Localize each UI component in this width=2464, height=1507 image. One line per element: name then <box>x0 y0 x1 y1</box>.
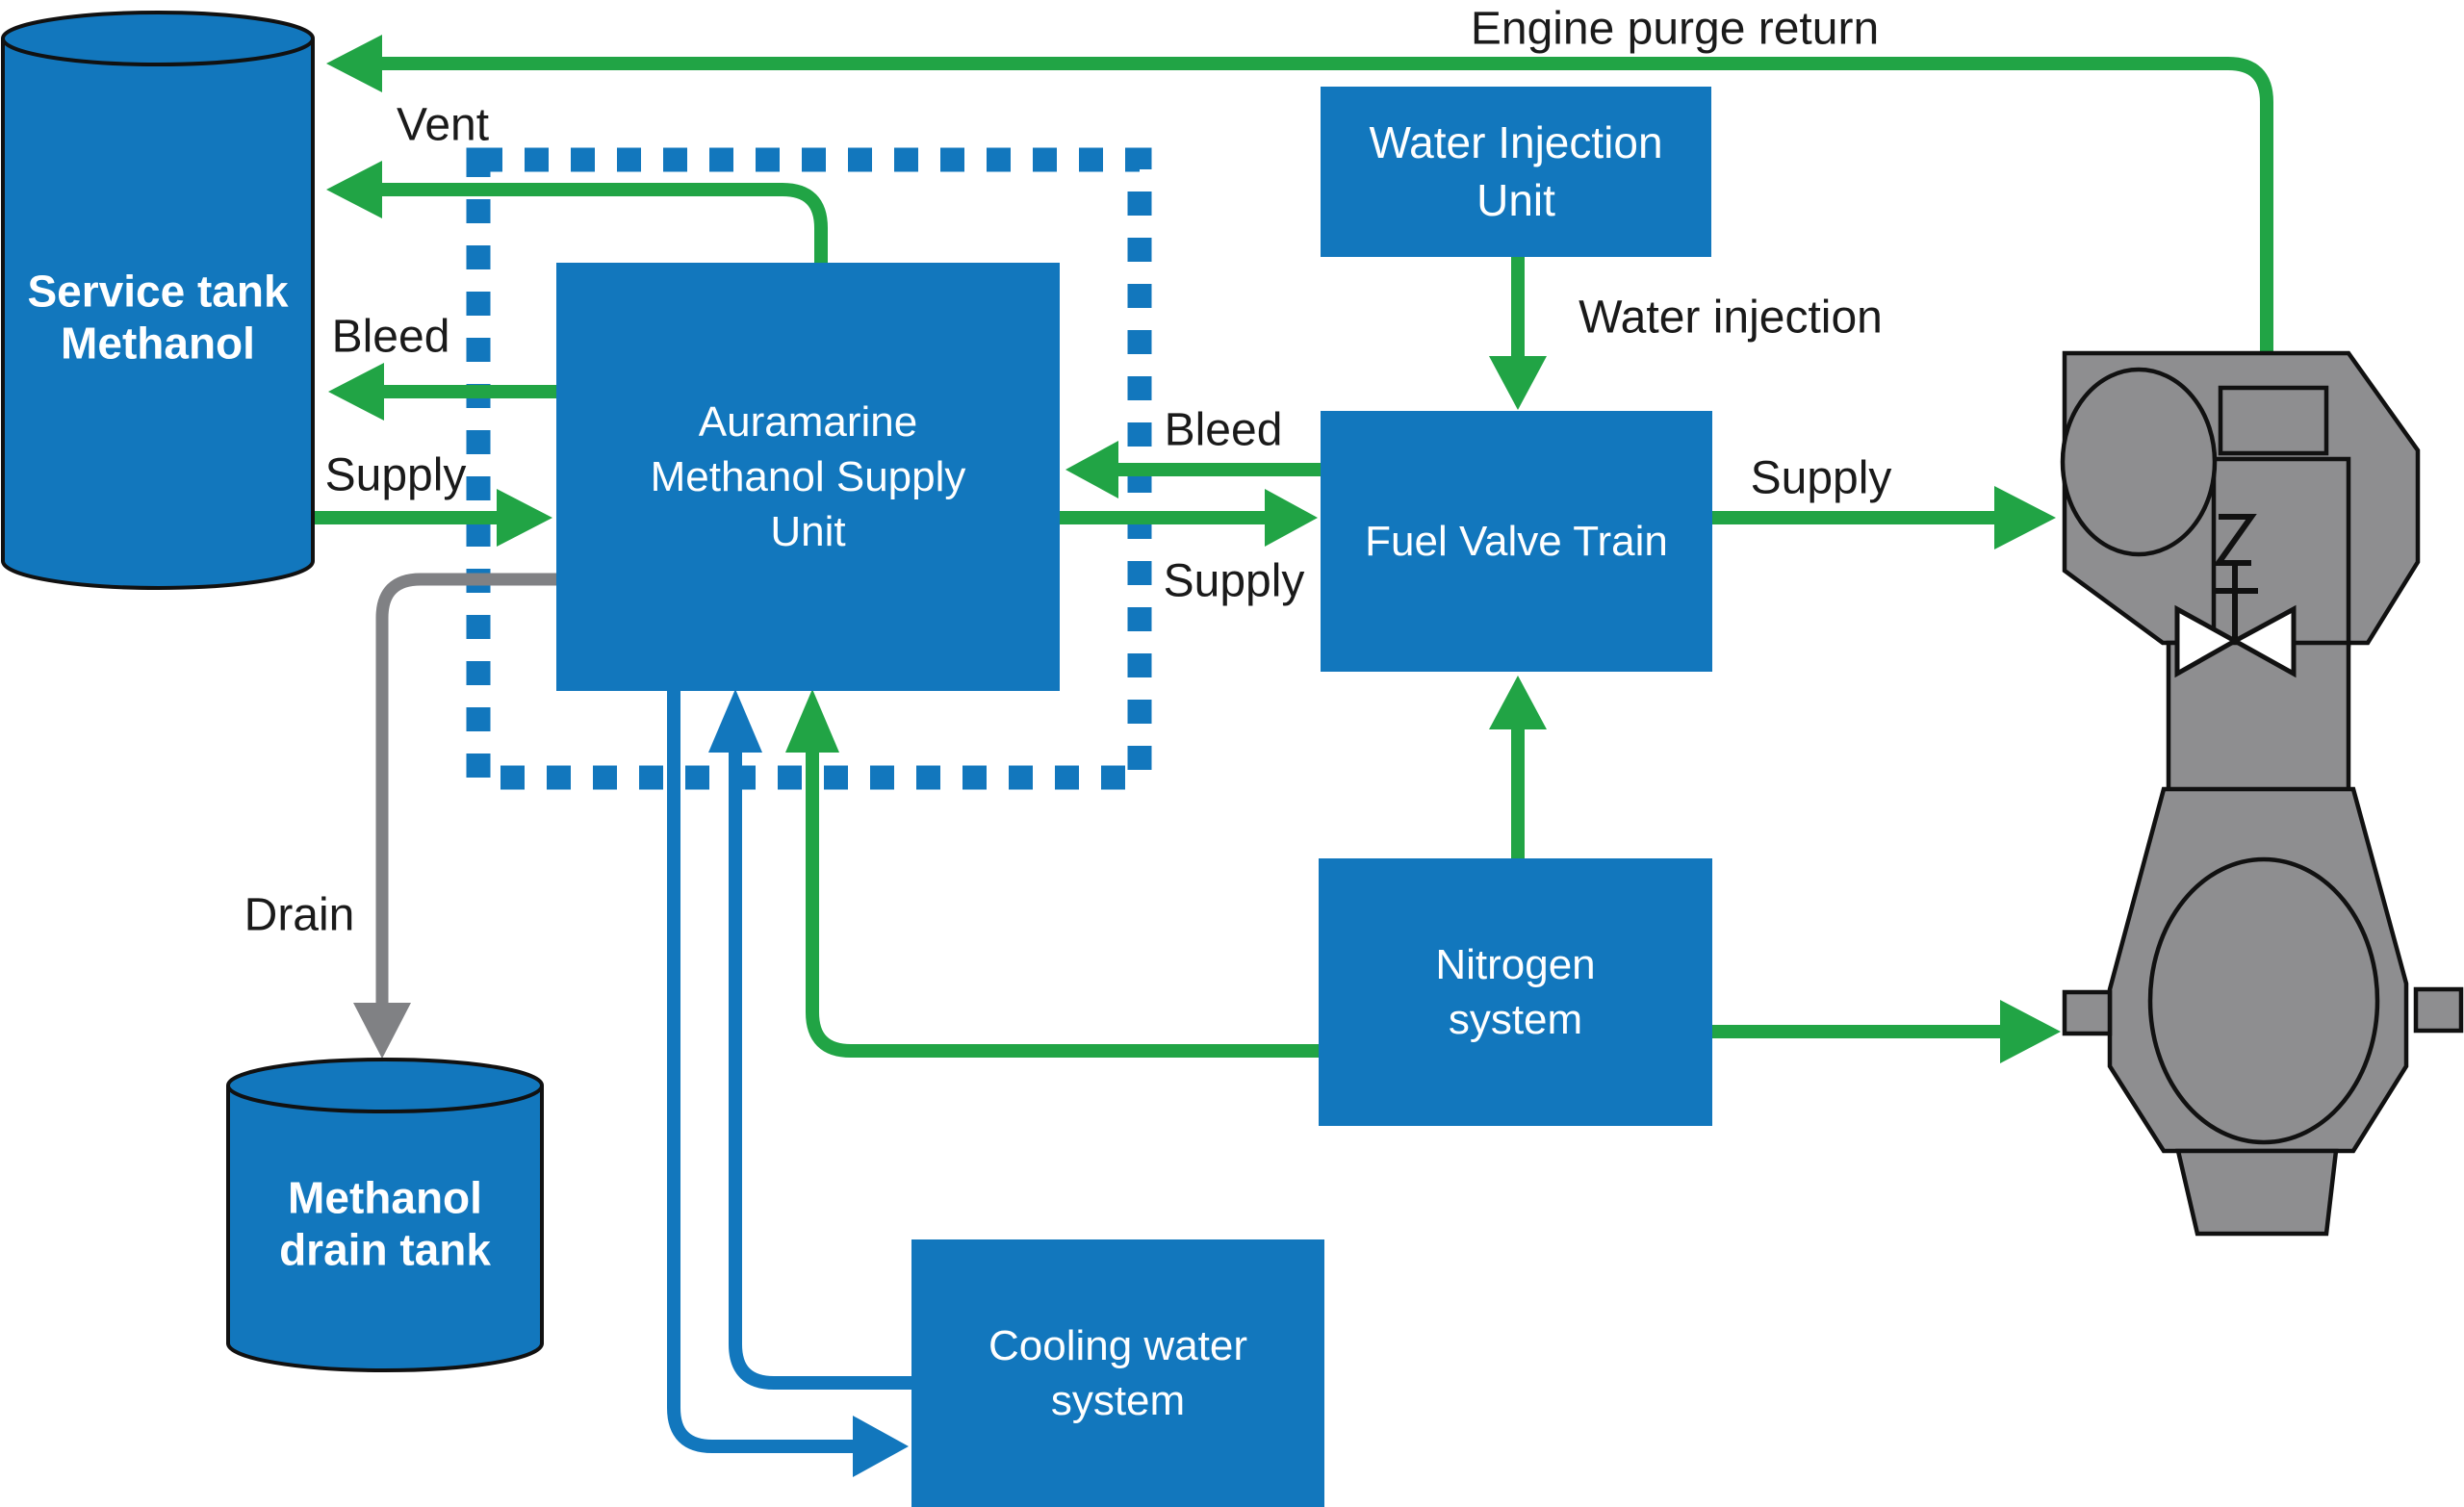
engine-right-stub <box>2413 986 2464 1034</box>
label-vent: Vent <box>396 99 490 151</box>
label-drain: Drain <box>244 889 355 941</box>
engine-purge-return-line <box>382 57 2273 353</box>
service-tank-shape <box>1 11 315 590</box>
engine-top-box <box>2218 385 2329 456</box>
box-auramarine-methanol-supply-unit: Auramarine Methanol Supply Unit <box>556 263 1060 691</box>
label-water-injection: Water injection <box>1578 292 1883 344</box>
box-cooling-water-system: Cooling water system <box>911 1239 1324 1507</box>
supply-from-tank-arrowhead <box>497 489 552 547</box>
amsu-to-cooling-arrowhead <box>853 1416 909 1477</box>
nitrogen-to-amsu-line <box>806 753 1319 1058</box>
nitrogen-to-amsu-arrowhead <box>785 689 839 753</box>
vent-line <box>382 183 828 263</box>
engine-turbo-circle <box>2060 367 2218 557</box>
box-auramarine-methanol-supply-unit-label: Auramarine Methanol Supply Unit <box>650 397 966 556</box>
amsu-to-cooling-line <box>667 691 853 1453</box>
drain-arrowhead <box>353 1003 411 1059</box>
engine-valve-bowtie-left <box>2174 604 2241 678</box>
service-tank-label: Service tank Methanol <box>27 266 289 369</box>
blue-arrowheads <box>708 689 909 1477</box>
drain-line <box>375 573 556 1003</box>
engine-illustration <box>2060 350 2464 1237</box>
engine-foot <box>2175 1148 2339 1237</box>
supply-to-engine-arrowhead <box>1994 486 2056 549</box>
label-supply-from-tank: Supply <box>324 449 467 501</box>
box-cooling-water-system-label: Cooling water system <box>988 1321 1248 1424</box>
drain-tank-body <box>226 1086 544 1372</box>
water-injection-arrowhead <box>1489 356 1547 410</box>
cooling-to-amsu-line <box>729 753 911 1390</box>
bleed-to-amsu-arrowhead <box>1065 441 1118 498</box>
service-tank-top <box>1 11 315 66</box>
label-bleed-to-amsu: Bleed <box>1164 404 1283 456</box>
drain-tank-shape <box>226 1058 544 1372</box>
engine-left-stub <box>2062 989 2113 1036</box>
drain-tank-top <box>226 1058 544 1113</box>
label-supply-to-engine: Supply <box>1750 452 1892 504</box>
engine-valve-stem <box>2212 563 2258 639</box>
green-flow-lines <box>312 57 2273 1058</box>
label-supply-to-fvt: Supply <box>1163 555 1305 607</box>
box-nitrogen-system: Nitrogen system <box>1319 858 1712 1126</box>
engine-purge-return-arrowhead <box>326 35 382 92</box>
engine-column <box>2166 640 2351 794</box>
box-water-injection-unit-label: Water Injection Unit <box>1369 116 1663 225</box>
supply-to-fvt-arrowhead <box>1265 489 1318 547</box>
box-fuel-valve-train-label: Fuel Valve Train <box>1365 517 1668 565</box>
nitrogen-to-fvt-arrowhead <box>1489 676 1547 729</box>
nitrogen-to-engine-arrowhead <box>2000 1000 2061 1063</box>
engine-valve-bowtie-right <box>2229 604 2297 678</box>
box-water-injection-unit: Water Injection Unit <box>1321 87 1711 257</box>
box-fuel-valve-train: Fuel Valve Train <box>1321 411 1712 672</box>
box-nitrogen-system-label: Nitrogen system <box>1435 940 1596 1043</box>
service-tank-body <box>1 38 315 590</box>
bleed-to-tank-arrowhead <box>328 363 384 421</box>
label-bleed-to-tank: Bleed <box>331 311 450 363</box>
green-arrowheads <box>326 35 2061 1063</box>
drain-tank-label: Methanol drain tank <box>279 1172 491 1275</box>
cooling-to-amsu-arrowhead <box>708 689 762 753</box>
label-engine-purge-return: Engine purge return <box>1470 3 1880 55</box>
engine-flywheel-ellipse <box>2147 856 2380 1145</box>
vent-arrowhead <box>326 161 382 218</box>
blue-flow-lines <box>667 691 911 1453</box>
